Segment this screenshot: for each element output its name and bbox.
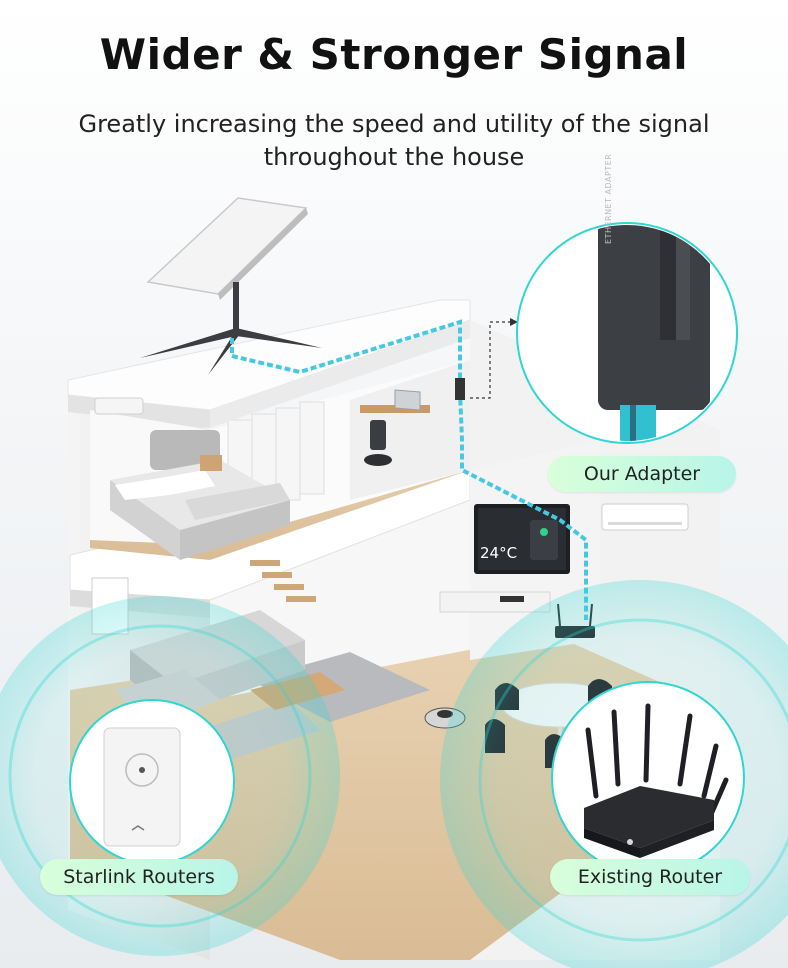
tv-console (439, 591, 551, 613)
adapter-zoom (516, 222, 738, 444)
subtitle-line-1: Greatly increasing the speed and utility… (78, 110, 710, 138)
label-our-adapter: Our Adapter (548, 456, 736, 492)
subtitle-line-2: throughout the house (263, 143, 525, 171)
tv-temperature: 24°C (480, 544, 517, 562)
page-title: Wider & Stronger Signal (99, 30, 689, 79)
starlink-dish (140, 197, 322, 375)
bed (110, 430, 290, 560)
nightstand (200, 455, 222, 471)
page-subtitle: Greatly increasing the speed and utility… (40, 108, 748, 174)
existing-router-zoom (551, 681, 745, 875)
wall-adapter (455, 378, 465, 400)
air-conditioner-right (601, 503, 689, 531)
label-starlink-routers: Starlink Routers (40, 859, 238, 895)
starlink-router-zoom (69, 699, 235, 865)
air-conditioner-upper (94, 397, 144, 415)
laptop (394, 389, 421, 411)
staircase (250, 560, 316, 602)
label-existing-router: Existing Router (550, 859, 750, 895)
